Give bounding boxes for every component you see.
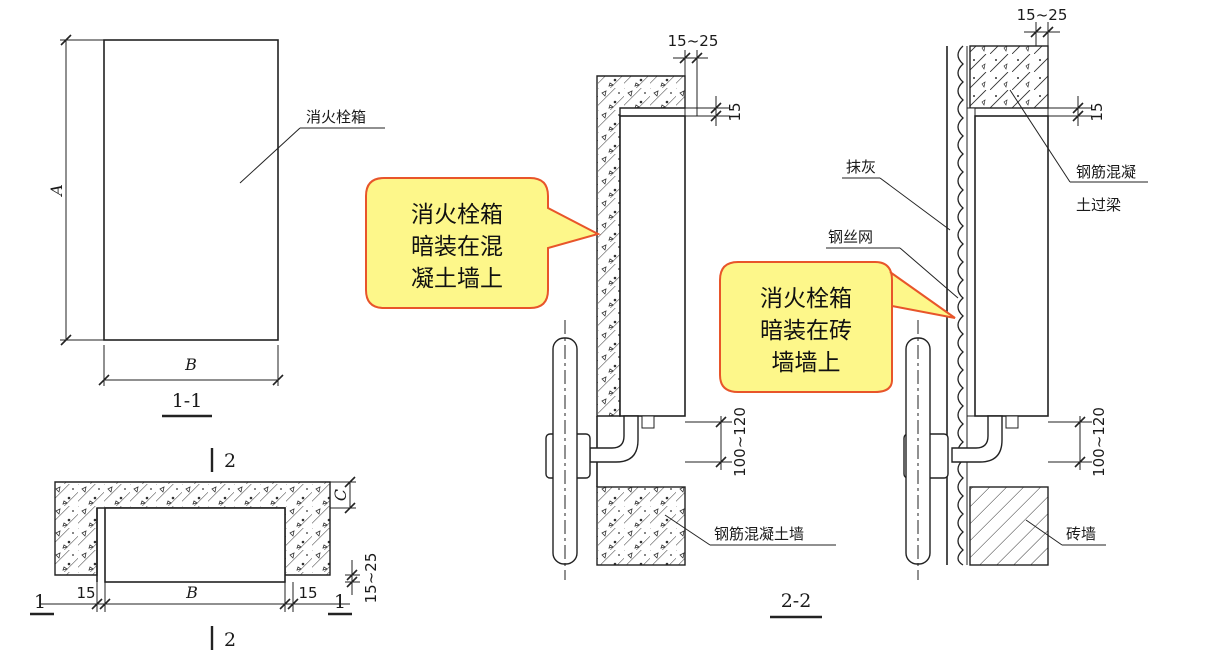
hydrant-box-section-concrete [619,115,686,417]
dim-label-pipe-brick: 100~120 [1090,407,1108,477]
label-lintel-line1: 钢筋混凝 [1076,163,1136,181]
callout-concrete: 消火栓箱 暗装在混 凝土墙上 [365,177,601,309]
callout-concrete-line1: 消火栓箱 [411,202,503,228]
section-title-2-2: 2-2 [781,590,812,612]
section-title-1-1: 1-1 [172,390,203,412]
section-concrete-wall: 15~25 15 100~120 钢筋混凝土墙 [545,32,836,580]
section-brick-wall: 15~25 15 100~120 抹灰 钢丝网 钢筋混凝 土过梁 砖墙 [826,6,1148,580]
label-brick-wall: 砖墙 [1066,525,1096,543]
pipe-elbow-brick [951,415,1003,463]
label-steel-mesh: 钢丝网 [828,228,873,246]
label-plaster: 抹灰 [846,158,876,176]
callout-brick-line3: 墙墙上 [772,350,841,376]
dim-label-pipe-concrete: 100~120 [731,407,749,477]
callout-concrete-line3: 凝土墙上 [411,266,503,292]
dim-label-top-concrete: 15~25 [668,32,719,50]
dim-label-15-left: 15 [76,584,95,602]
hydrant-box-elevation [103,39,279,341]
plan-view: 2 2 C 15~25 15 B 15 1 1 [30,448,380,651]
callout-bubble-concrete [365,177,601,309]
cut-mark-1-right: 1 [334,591,346,613]
dim-label-gap-concrete: 15 [726,102,744,121]
concrete-lintel [969,45,1049,109]
dim-label-b-plan: B [185,583,198,602]
label-hydrant-box: 消火栓箱 [306,108,366,126]
callout-concrete-line2: 暗装在混 [411,234,503,260]
concrete-wall-lower [596,486,686,566]
label-concrete-wall: 钢筋混凝土墙 [714,525,804,543]
front-view: A B 消火栓箱 1-1 [47,34,385,418]
hydrant-box-section-brick [974,115,1049,417]
callout-brick-line1: 消火栓箱 [760,286,852,312]
callout-brick: 消火栓箱 暗装在砖 墙墙上 [719,261,956,393]
callout-bubble-brick [719,261,956,393]
dim-label-15-right: 15 [298,584,317,602]
hydrant-box-plan [104,507,286,583]
steel-mesh [957,45,964,566]
brick-wall-lower [969,486,1049,566]
dim-label-recess: 15~25 [362,553,380,604]
dim-label-gap-brick: 15 [1088,102,1106,121]
section-mark-2-bottom: 2 [224,629,236,651]
callout-brick-line2: 暗装在砖 [760,318,852,344]
section-mark-2-top: 2 [224,450,236,472]
label-lintel-line2: 土过梁 [1076,196,1121,214]
cut-mark-1-left: 1 [34,591,46,613]
dim-label-a: A [47,184,66,198]
dim-label-b: B [184,355,197,374]
dim-label-c: C [331,489,350,501]
dim-label-top-brick: 15~25 [1017,6,1068,24]
